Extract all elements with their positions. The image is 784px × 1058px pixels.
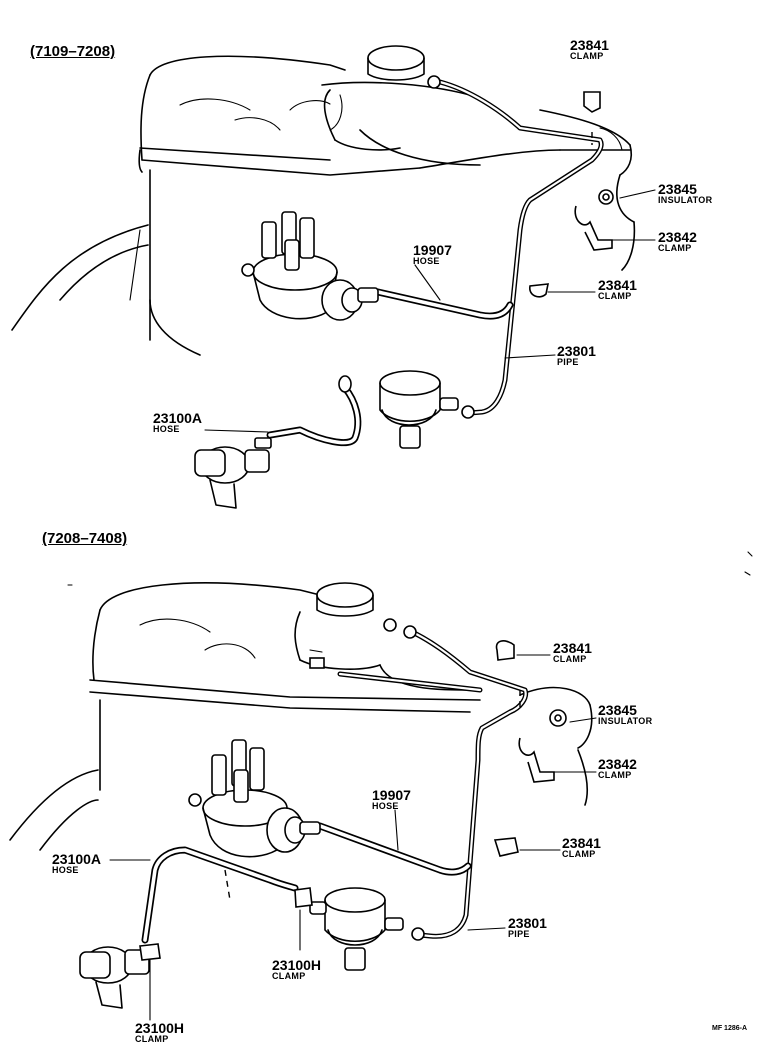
top-callout-hose-23100A: 23100A HOSE: [153, 411, 202, 434]
bottom-bvsv: [79, 946, 150, 1009]
top-clamps: [529, 91, 614, 298]
top-section-header: (7109–7208): [30, 43, 116, 60]
figure-code: MF 1286-A: [712, 1025, 748, 1032]
part-name: INSULATOR: [598, 716, 653, 726]
top-hose-19907: [374, 288, 514, 320]
bottom-clamps: [139, 640, 567, 961]
part-number: 19907: [413, 242, 452, 258]
part-name: HOSE: [372, 801, 399, 811]
part-name: CLAMP: [598, 770, 632, 780]
bottom-vacuum-valve: [309, 887, 404, 971]
top-callout-insulator-23845: 23845 INSULATOR: [658, 182, 712, 205]
bottom-callout-pipe-23801: 23801 PIPE: [508, 916, 547, 939]
part-name: PIPE: [557, 357, 579, 367]
part-number: 23100H: [272, 957, 322, 973]
top-distributor: [241, 211, 379, 321]
top-callout-clamp-23841-b: 23841 CLAMP: [598, 278, 637, 301]
part-number: 23841: [562, 835, 601, 851]
bottom-distributor: [188, 739, 321, 858]
part-name: HOSE: [153, 424, 180, 434]
part-name: INSULATOR: [658, 195, 713, 205]
bottom-callout-clamp-23842: 23842 CLAMP: [598, 757, 637, 780]
part-number: 23842: [658, 229, 697, 245]
stray-marks: [67, 551, 753, 586]
part-number: 23801: [508, 915, 547, 931]
part-name: PIPE: [508, 929, 530, 939]
part-number: 23100H: [135, 1020, 185, 1036]
part-number: 23100A: [52, 851, 102, 867]
bottom-engine-block: [9, 582, 593, 851]
top-callout-pipe-23801: 23801 PIPE: [557, 344, 596, 367]
part-number: 23845: [658, 181, 697, 197]
bottom-leaders: [109, 654, 597, 1021]
part-name: HOSE: [52, 865, 79, 875]
part-name: HOSE: [413, 256, 440, 266]
bottom-section-header: (7208–7408): [42, 530, 128, 547]
top-callout-hose-19907: 19907 HOSE: [413, 243, 452, 266]
part-number: 23842: [598, 756, 637, 772]
part-number: 23841: [598, 277, 637, 293]
top-bvsv: [194, 437, 272, 509]
bottom-pipe-23801: [337, 618, 529, 941]
bottom-hose-23100A: [141, 846, 299, 944]
bottom-callout-hose-23100A: 23100A HOSE: [52, 852, 101, 875]
top-hose-23100A: [266, 375, 362, 447]
top-callout-clamp-23842: 23842 CLAMP: [658, 230, 697, 253]
part-number: 23841: [570, 37, 609, 53]
bottom-hose-19907: [316, 822, 472, 876]
part-name: CLAMP: [553, 654, 587, 664]
part-number: 23841: [553, 640, 592, 656]
bottom-callout-clamp-23100H-b: 23100H CLAMP: [135, 1021, 184, 1044]
bottom-callout-insulator-23845: 23845 INSULATOR: [598, 703, 652, 726]
bottom-callout-clamp-23100H-a: 23100H CLAMP: [272, 958, 321, 981]
part-name: CLAMP: [570, 51, 604, 61]
bottom-callout-clamp-23841-b: 23841 CLAMP: [562, 836, 601, 859]
part-name: CLAMP: [658, 243, 692, 253]
top-vacuum-valve: [379, 370, 459, 449]
part-name: CLAMP: [135, 1034, 169, 1044]
bottom-callout-hose-19907: 19907 HOSE: [372, 788, 411, 811]
bottom-callout-clamp-23841-a: 23841 CLAMP: [553, 641, 592, 664]
part-number: 23801: [557, 343, 596, 359]
part-number: 19907: [372, 787, 411, 803]
part-name: CLAMP: [272, 971, 306, 981]
part-number: 23845: [598, 702, 637, 718]
part-name: CLAMP: [598, 291, 632, 301]
part-name: CLAMP: [562, 849, 596, 859]
top-callout-clamp-23841-a: 23841 CLAMP: [570, 38, 609, 61]
top-leaders: [204, 189, 656, 433]
part-number: 23100A: [153, 410, 203, 426]
top-pipe-23801: [427, 75, 604, 419]
top-engine-block: [11, 45, 636, 356]
